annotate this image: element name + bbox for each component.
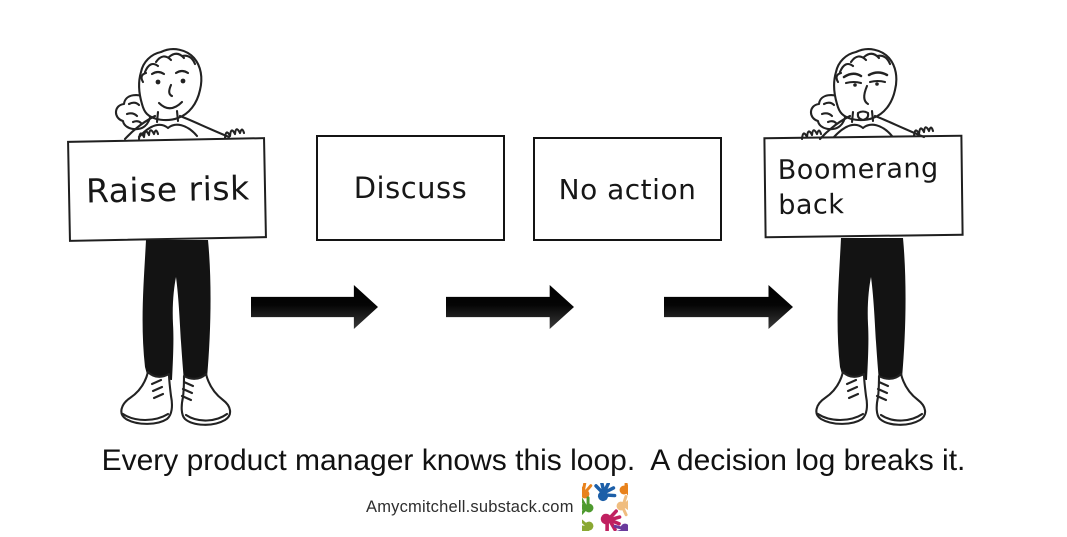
neck xyxy=(155,109,180,124)
ponytail xyxy=(114,94,153,131)
eye-right xyxy=(180,78,186,84)
boot-right xyxy=(875,372,927,426)
shirt-neckline xyxy=(137,123,199,139)
hand-left xyxy=(137,129,160,141)
flow-box-discuss: Discuss xyxy=(316,135,505,241)
sign-boomerang-line2: back xyxy=(778,188,845,221)
arrow-right-icon xyxy=(251,285,378,329)
arrow-right-icon xyxy=(446,285,574,329)
flow-box-discuss-label: Discuss xyxy=(353,171,468,205)
eye-right xyxy=(875,82,879,86)
neck xyxy=(850,109,875,124)
arrow-right-icon xyxy=(664,285,793,329)
head xyxy=(138,48,203,122)
eyelids xyxy=(844,79,887,85)
sign-raise-risk-label: Raise risk xyxy=(85,168,250,211)
boot-left xyxy=(120,370,173,425)
ponytail xyxy=(809,94,848,131)
bangs xyxy=(140,52,197,84)
sign-raise-risk: Raise risk xyxy=(67,137,267,242)
boot-right xyxy=(180,372,232,426)
sign-boomerang-line1: Boomerang xyxy=(777,152,939,186)
hands-logo-icon xyxy=(581,483,628,531)
head xyxy=(833,48,898,122)
nose xyxy=(863,84,870,106)
open-frown-mouth xyxy=(856,110,870,122)
smile-mouth xyxy=(157,100,184,110)
footer: Amycmitchell.substack.com xyxy=(366,482,628,532)
boot-left xyxy=(815,370,868,425)
flow-box-no-action-label: No action xyxy=(558,172,697,206)
sign-boomerang-back: Boomerang back xyxy=(763,134,964,239)
nose xyxy=(168,83,174,98)
eye-left xyxy=(155,79,161,85)
eyebrows-annoyed xyxy=(842,71,889,79)
flow-box-no-action: No action xyxy=(533,137,722,241)
substack-url: Amycmitchell.substack.com xyxy=(366,497,574,516)
bangs xyxy=(835,52,892,84)
eyebrows xyxy=(150,69,190,76)
caption-text: Every product manager knows this loop. A… xyxy=(101,444,966,477)
person-right-annoyed xyxy=(800,48,935,426)
legs xyxy=(837,238,906,382)
shoulders xyxy=(123,114,231,141)
eye-left xyxy=(853,83,857,87)
legs xyxy=(142,240,211,382)
